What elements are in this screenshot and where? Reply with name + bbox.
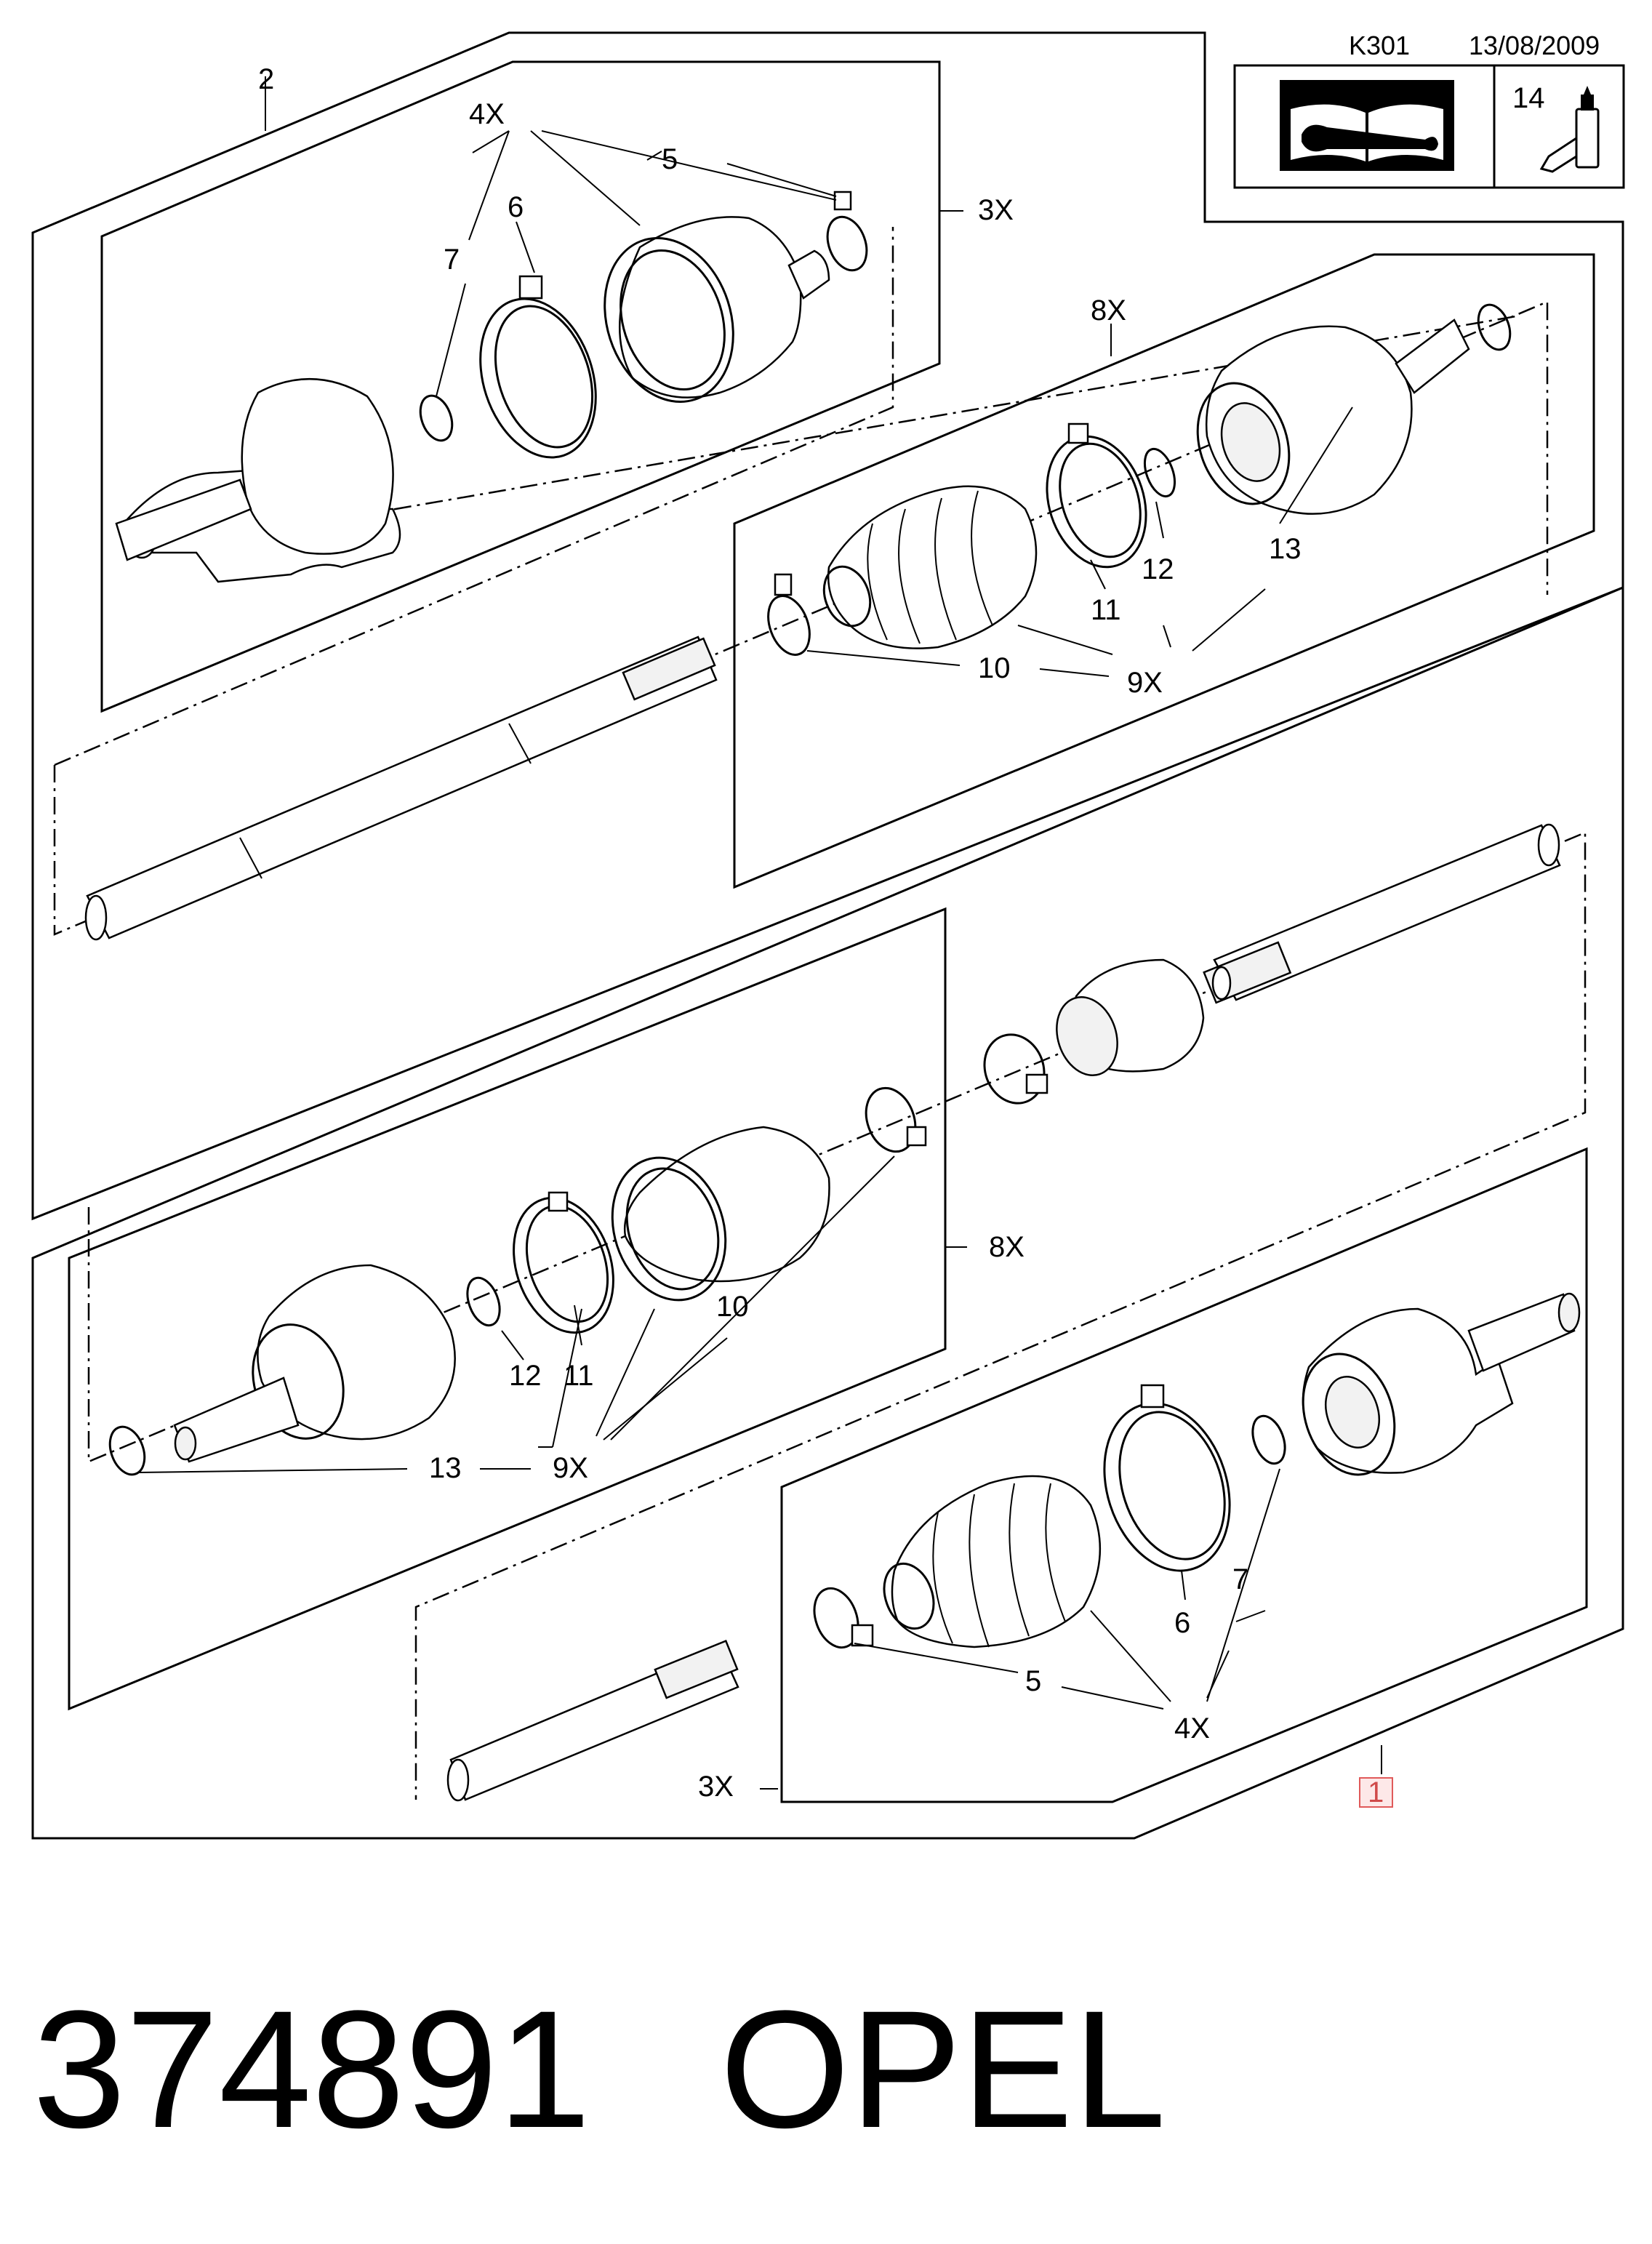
lower-outer-cv-boot (883, 1475, 1102, 1648)
lower-drive-shaft-upper (1203, 823, 1561, 1004)
damper-weight (1056, 958, 1205, 1076)
callout-lower-11: 11 (564, 1360, 594, 1392)
callout-9x: 9X (1127, 667, 1163, 699)
lower-shaft (446, 1640, 739, 1802)
lubricant-tube-icon (1539, 86, 1600, 173)
inner-cv-boot (822, 485, 1038, 649)
callout-7: 7 (444, 244, 460, 276)
callout-8x: 8X (1091, 294, 1126, 326)
lower-inner-cv-boot (611, 1126, 830, 1302)
outer-cv-joint (115, 377, 401, 583)
callout-lower-10: 10 (716, 1291, 749, 1323)
lower-outer-joint-kit-frame (780, 1147, 1588, 1803)
end-circlip (1477, 303, 1512, 351)
callout-lower-3x: 3X (698, 1771, 734, 1803)
callout-11: 11 (1091, 594, 1121, 626)
book-wrench-icon (1280, 80, 1454, 171)
lower-driveshaft-group: 8X 10 11 12 13 9X 5 6 7 4X 3X 1 (31, 585, 1624, 1840)
callout-lower-13: 13 (429, 1452, 462, 1484)
callout-5: 5 (662, 143, 678, 175)
boot-clamp-small (826, 191, 868, 272)
circlip (419, 394, 454, 442)
lower-shaft-outline (87, 831, 1587, 1800)
header-code: K301 (1349, 31, 1410, 60)
lower-inner-large-clamp (513, 1191, 614, 1334)
header-date: 13/08/2009 (1469, 31, 1600, 60)
upper-drive-shaft (84, 636, 718, 941)
callout-3x: 3X (978, 194, 1014, 226)
lower-inner-circlip (466, 1276, 501, 1327)
lower-outer-large-clamp (1103, 1384, 1231, 1572)
lower-end-circlip (108, 1425, 146, 1476)
callout-4x: 4X (469, 98, 505, 130)
lower-leader-lines (137, 1155, 1382, 1790)
brand-name: OPEL (720, 1976, 1166, 2163)
footer: 374891 OPEL (33, 1976, 1166, 2163)
inner-small-clamp (767, 573, 811, 656)
assembly-index-box[interactable] (1359, 1777, 1393, 1808)
lower-assembly-frame (31, 585, 1624, 1840)
outer-joint-kit-frame (100, 60, 941, 713)
upper-assembly-frame (31, 31, 1624, 1221)
lower-tripod-housing (173, 1264, 456, 1463)
note-number: 14 (1512, 82, 1545, 114)
callout-lower-12: 12 (509, 1360, 542, 1392)
header-frame (1233, 64, 1625, 189)
lower-outer-circlip (1251, 1414, 1286, 1465)
callout-lower-9x: 9X (553, 1452, 588, 1484)
upper-leader-lines (265, 76, 1353, 677)
tripod-housing (1196, 318, 1470, 515)
callout-10: 10 (978, 652, 1011, 684)
part-number: 374891 (33, 1976, 591, 2163)
lower-inner-joint-kit-frame (68, 907, 947, 1711)
callout-lower-8x: 8X (989, 1231, 1025, 1263)
callout-13: 13 (1269, 533, 1302, 565)
inner-joint-kit-frame (733, 253, 1595, 889)
callout-lower-4x: 4X (1174, 1712, 1210, 1744)
callout-lower-5: 5 (1025, 1665, 1041, 1697)
damper-clamp (983, 1033, 1048, 1105)
lower-inner-small-clamp (865, 1086, 927, 1153)
callout-6: 6 (508, 191, 524, 223)
lower-outer-cv-joint (1302, 1292, 1581, 1476)
inner-circlip (1143, 447, 1176, 498)
callout-lower-7: 7 (1232, 1563, 1248, 1595)
callout-lower-6: 6 (1174, 1607, 1190, 1639)
boot-clamp-large (479, 275, 597, 459)
assembly-index[interactable]: 1 (1368, 1776, 1384, 1808)
inner-large-clamp (1046, 422, 1147, 569)
header-panel: K301 13/08/2009 14 (1233, 31, 1625, 189)
callout-12: 12 (1142, 553, 1174, 585)
callout-2: 2 (258, 63, 274, 95)
cv-boot-outer (604, 216, 830, 403)
upper-driveshaft-group: 2 4X 5 6 7 3X 8X 10 11 12 13 9X (31, 31, 1624, 1221)
lower-outer-small-clamp (813, 1587, 874, 1649)
